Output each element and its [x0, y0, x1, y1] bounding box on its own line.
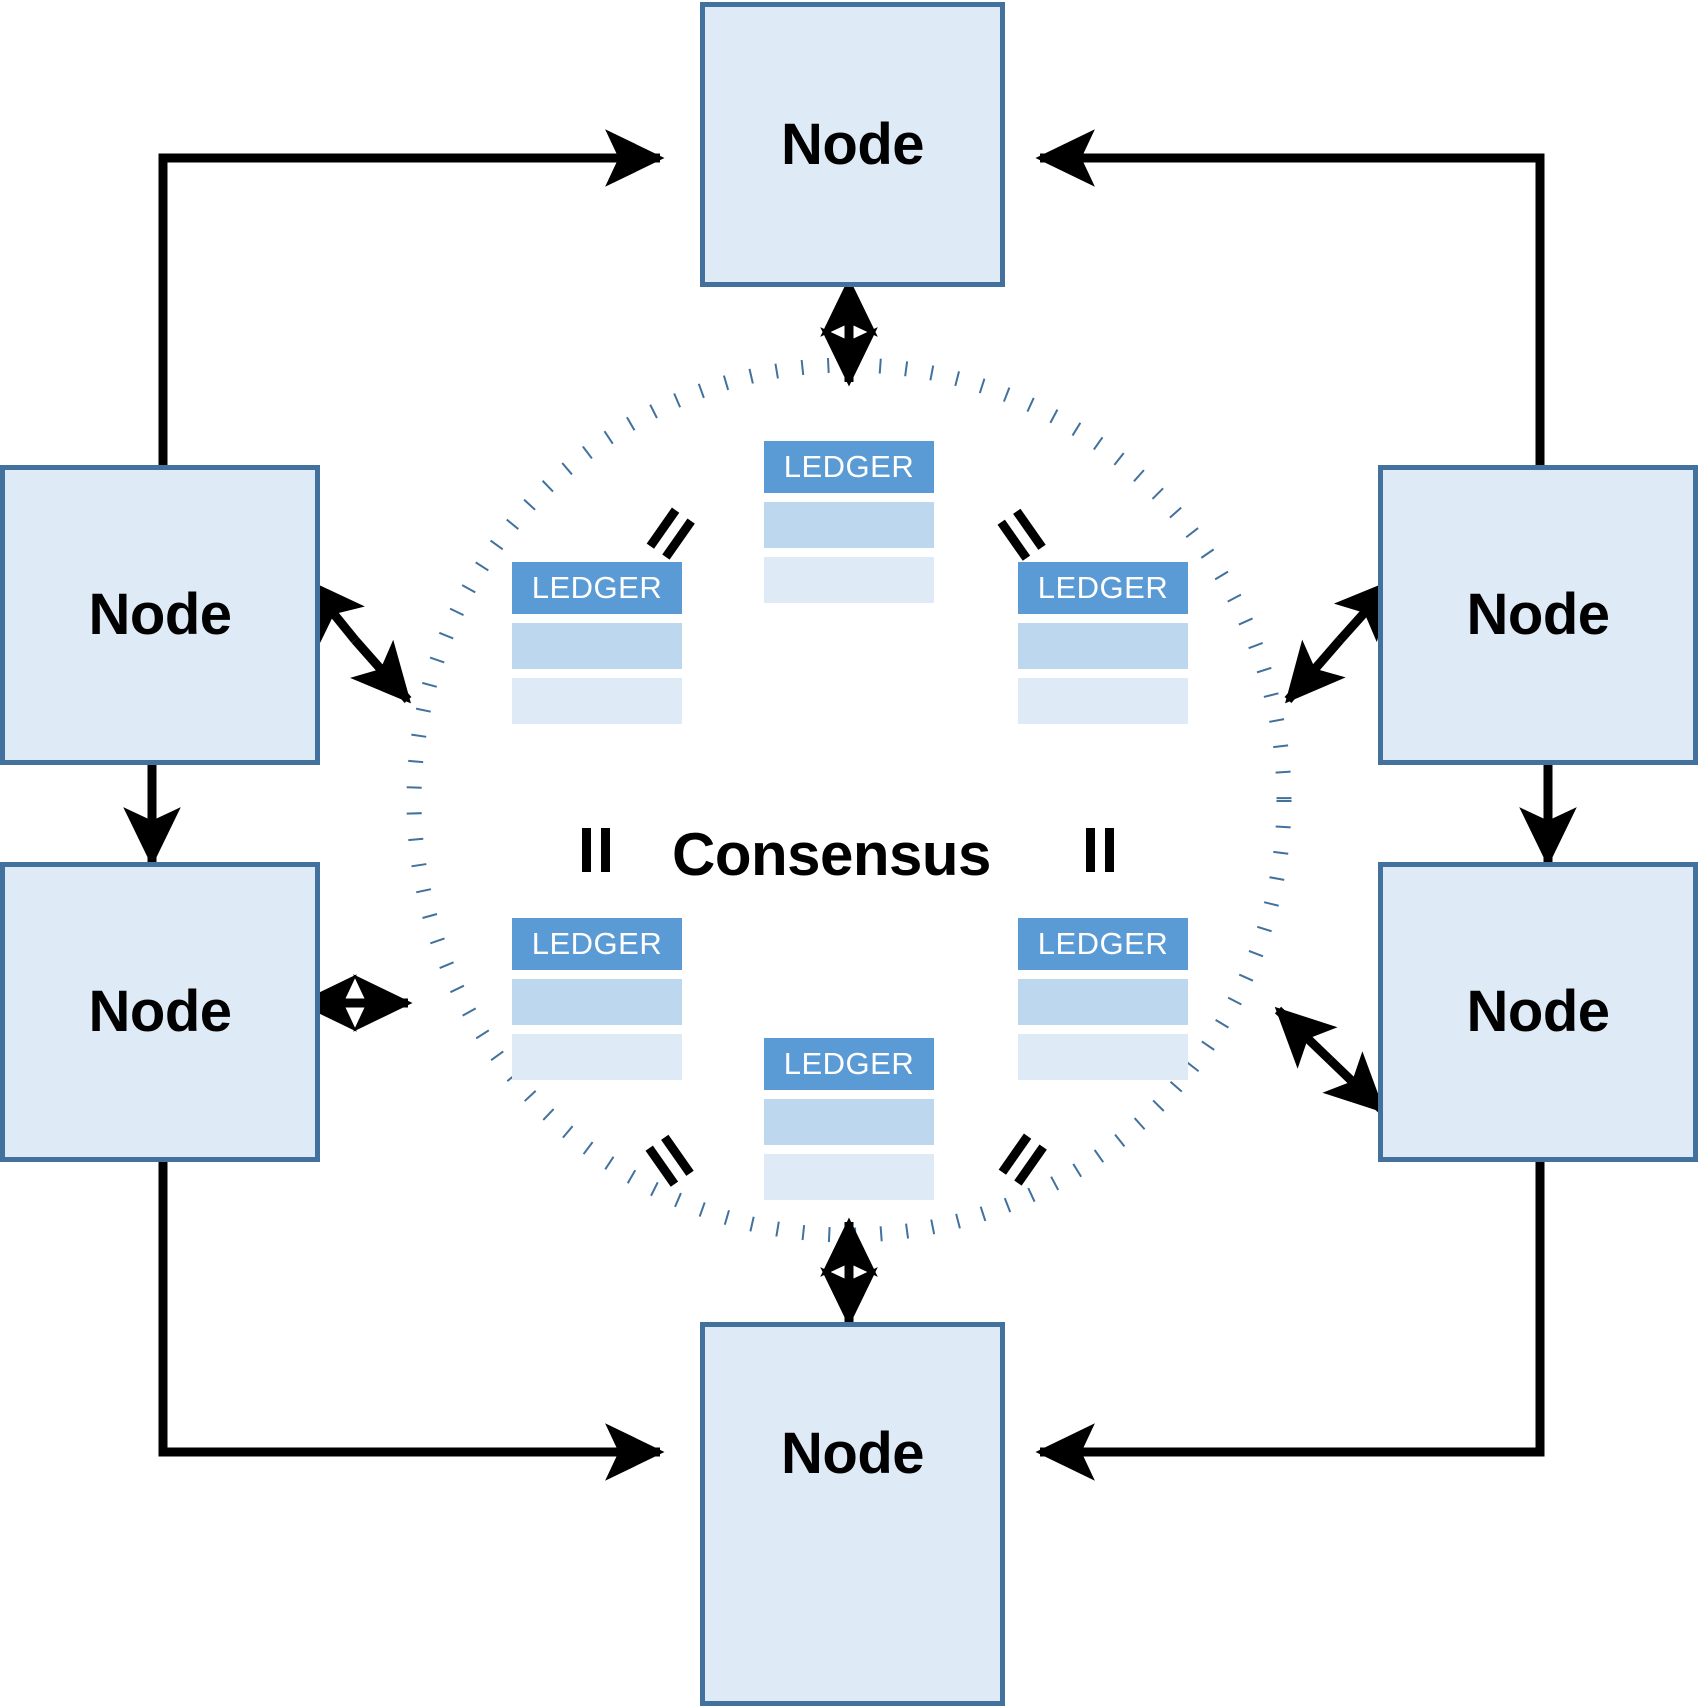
node-left-lower-label: Node — [88, 979, 233, 1044]
arrow-right-lower-to-consensus — [1274, 1006, 1386, 1114]
ledger-bottom-header: LEDGER — [764, 1038, 934, 1090]
ledger-lower-left[interactable]: LEDGER — [512, 918, 682, 1080]
ledger-upper-left-row-2 — [512, 678, 682, 724]
node-right-upper-label: Node — [1466, 582, 1611, 647]
ledger-upper-left-row-1 — [512, 623, 682, 669]
ledger-upper-right[interactable]: LEDGER — [1018, 562, 1188, 724]
ledger-lower-right-header: LEDGER — [1018, 918, 1188, 970]
node-left-upper-label: Node — [88, 582, 233, 647]
node-top[interactable]: Node — [700, 2, 1005, 287]
ledger-upper-right-row-2 — [1018, 678, 1188, 724]
ledger-top-header: LEDGER — [764, 441, 934, 493]
ledger-lower-left-header: LEDGER — [512, 918, 682, 970]
node-right-upper[interactable]: Node — [1378, 465, 1698, 765]
equals-mid-left-icon — [574, 828, 620, 874]
ledger-upper-left-header: LEDGER — [512, 562, 682, 614]
ledger-top-row-1 — [764, 502, 934, 548]
arrow-left-lower-to-bottom — [158, 1150, 665, 1481]
node-left-lower[interactable]: Node — [0, 862, 320, 1162]
ledger-lower-left-row-2 — [512, 1034, 682, 1080]
ledger-lower-right-row-2 — [1018, 1034, 1188, 1080]
arrow-left-upper-to-top — [158, 129, 665, 465]
node-top-label: Node — [781, 111, 925, 177]
node-bottom[interactable]: Node — [700, 1322, 1005, 1706]
arrow-left-upper-to-consensus — [304, 578, 412, 704]
ledger-lower-left-row-1 — [512, 979, 682, 1025]
ledger-upper-right-row-1 — [1018, 623, 1188, 669]
arrow-right-upper-to-top — [1035, 129, 1545, 465]
arrow-right-upper-to-consensus — [1284, 578, 1396, 704]
ledger-top[interactable]: LEDGER — [764, 441, 934, 603]
ledger-bottom-row-2 — [764, 1154, 934, 1200]
ledger-bottom-row-1 — [764, 1099, 934, 1145]
arrow-right-lower-to-bottom — [1035, 1150, 1545, 1481]
consensus-circle — [406, 357, 1292, 1243]
ledger-lower-right-row-1 — [1018, 979, 1188, 1025]
ledger-upper-right-header: LEDGER — [1018, 562, 1188, 614]
node-right-lower[interactable]: Node — [1378, 862, 1698, 1162]
node-left-upper[interactable]: Node — [0, 465, 320, 765]
ledger-lower-right[interactable]: LEDGER — [1018, 918, 1188, 1080]
equals-mid-right-icon — [1078, 828, 1124, 874]
ledger-bottom[interactable]: LEDGER — [764, 1038, 934, 1200]
node-right-lower-label: Node — [1466, 979, 1611, 1044]
node-bottom-label: Node — [781, 1421, 925, 1486]
ledger-upper-left[interactable]: LEDGER — [512, 562, 682, 724]
ledger-top-row-2 — [764, 557, 934, 603]
consensus-label: Consensus — [672, 821, 991, 888]
